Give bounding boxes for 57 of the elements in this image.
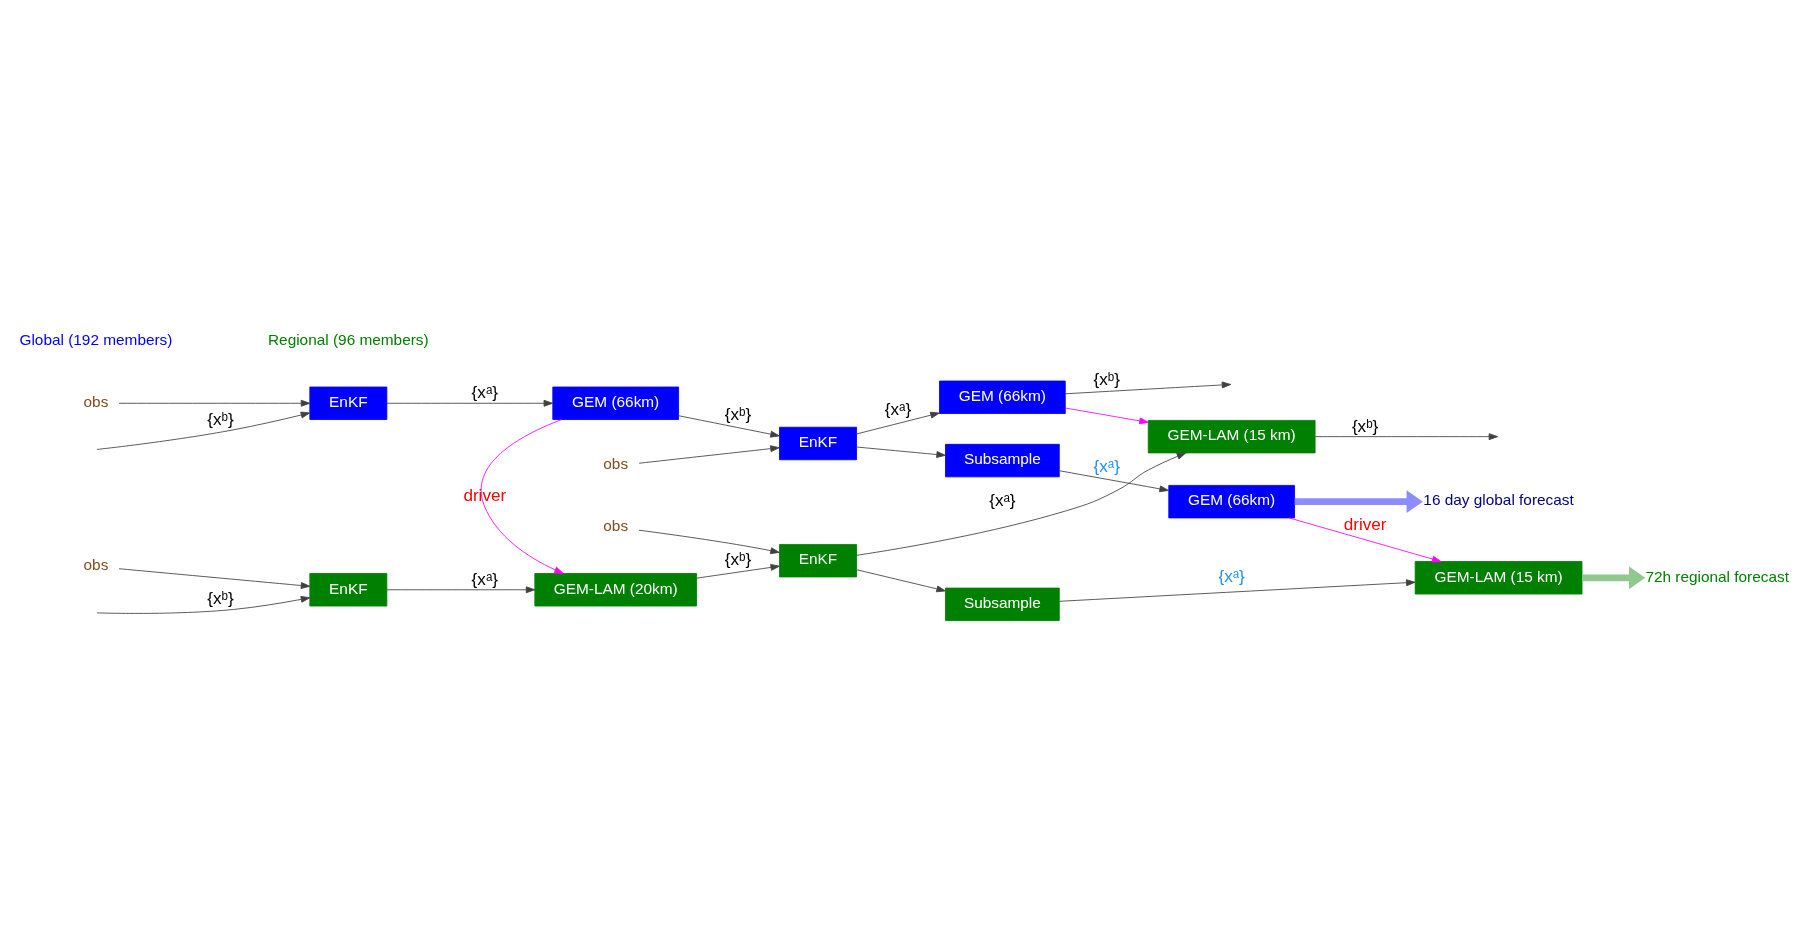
node-box: GEM (66km) xyxy=(939,380,1066,414)
node-box: GEM (66km) xyxy=(552,386,679,420)
edge-label: {xᵃ} xyxy=(1218,566,1245,586)
arrow xyxy=(1059,469,1169,492)
node-text: 16 day global forecast xyxy=(1423,490,1574,508)
arrow xyxy=(856,411,940,434)
node-box: EnKF xyxy=(309,386,388,420)
edge-label: {xᵇ} xyxy=(724,549,752,569)
node-text: obs xyxy=(603,454,629,472)
node-box: EnKF xyxy=(309,572,388,606)
arrow xyxy=(856,568,946,592)
label: Global (192 members) xyxy=(19,330,173,348)
node-box: Subsample xyxy=(945,443,1060,477)
edge-label: {xᵇ} xyxy=(1093,369,1120,389)
arrow xyxy=(386,585,536,593)
arrow xyxy=(856,452,1187,556)
edge-label: {xᵇ} xyxy=(207,588,234,608)
node-box: GEM-LAM (15 km) xyxy=(1147,419,1316,453)
arrow xyxy=(638,444,780,464)
arrow xyxy=(1059,578,1416,602)
arrow xyxy=(638,529,780,554)
arrow xyxy=(1294,489,1423,513)
arrow xyxy=(1582,565,1646,589)
node-box: Subsample xyxy=(945,587,1060,621)
arrow xyxy=(1314,432,1499,440)
label: Regional (96 members) xyxy=(268,330,429,348)
arrow xyxy=(386,399,554,407)
node-text: obs xyxy=(83,555,109,573)
edge-label: {xᵇ} xyxy=(724,404,752,424)
arrow xyxy=(118,399,311,407)
node-text: 72h regional forecast xyxy=(1645,567,1789,585)
edge-label: driver xyxy=(1343,514,1387,534)
arrow xyxy=(480,418,564,574)
edge-label: {xᵃ} xyxy=(471,382,498,402)
arrow xyxy=(96,595,311,614)
arrow xyxy=(856,446,946,458)
edge-label: {xᵃ} xyxy=(471,569,498,589)
edge-label: {xᵃ} xyxy=(884,399,912,419)
edge-label: {xᵃ} xyxy=(989,490,1016,510)
edge-label: driver xyxy=(463,485,507,505)
arrow xyxy=(1065,381,1232,394)
node-text: obs xyxy=(603,516,629,534)
arrow xyxy=(678,414,780,438)
arrow xyxy=(1065,407,1149,424)
node-box: EnKF xyxy=(779,426,857,460)
edge-label: {xᵇ} xyxy=(207,409,234,429)
edge-label: {xᵃ} xyxy=(1093,456,1120,476)
node-box: GEM (66km) xyxy=(1168,484,1295,518)
node-text: obs xyxy=(83,392,109,410)
arrow xyxy=(696,563,780,579)
edge-label: {xᵇ} xyxy=(1351,416,1379,436)
node-box: EnKF xyxy=(779,543,857,577)
arrow xyxy=(1289,517,1442,562)
arrow xyxy=(96,411,311,450)
node-box: GEM-LAM (20km) xyxy=(534,572,697,606)
node-box: GEM-LAM (15 km) xyxy=(1414,560,1583,594)
arrow xyxy=(118,567,311,589)
